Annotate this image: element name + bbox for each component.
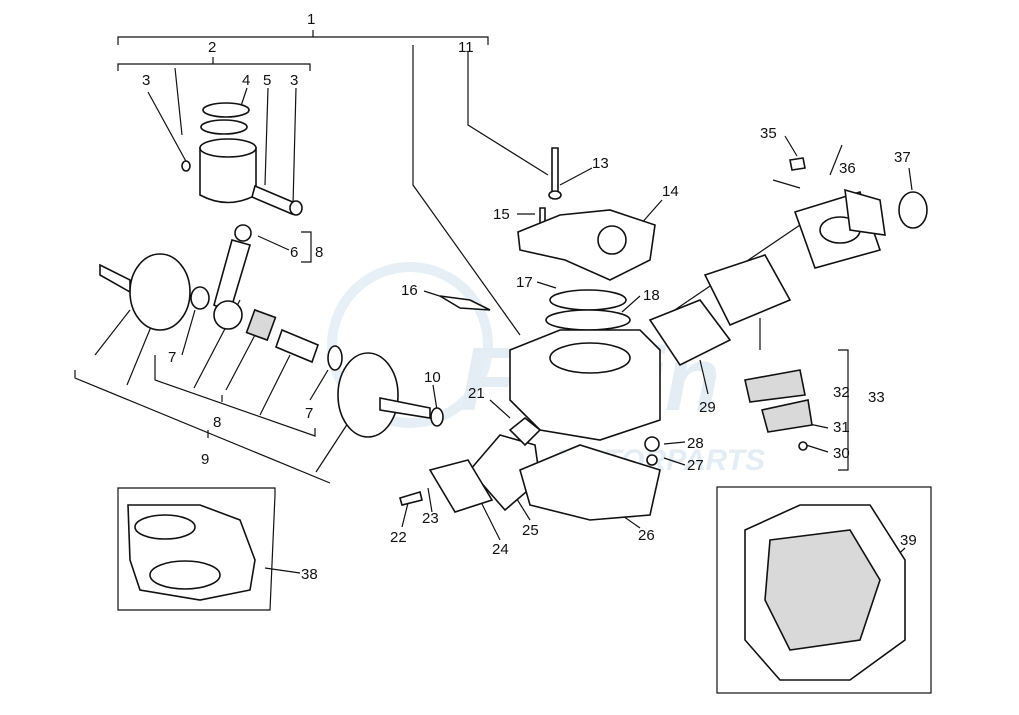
callout-28: 28 <box>687 435 704 452</box>
manifold-gasket <box>508 416 542 447</box>
washer-small <box>646 454 658 466</box>
callout-4: 4 <box>242 72 250 89</box>
thrust-washer-right <box>327 345 343 371</box>
callout-31: 31 <box>833 419 850 436</box>
clamp <box>898 191 928 229</box>
intake-assembly <box>648 157 928 451</box>
piston-ring-top <box>202 102 250 118</box>
head-bolt <box>551 147 559 193</box>
cylinder-head-assembly <box>439 147 656 331</box>
thrust-washer-left <box>190 286 210 310</box>
oil-seal <box>430 407 444 427</box>
callout-8: 8 <box>213 414 221 431</box>
callout-labels: 1 2 3 3 4 5 6 7 7 8 8 9 10 11 13 14 15 1… <box>142 11 917 583</box>
callout-21: 21 <box>468 385 485 402</box>
screw <box>798 441 808 451</box>
callout-33: 33 <box>868 389 885 406</box>
piston-ring-bottom <box>200 119 248 135</box>
callout-30: 30 <box>833 445 850 462</box>
callout-1: 1 <box>307 11 315 28</box>
brackets <box>74 30 849 484</box>
callout-14: 14 <box>662 183 679 200</box>
callout-6: 6 <box>290 244 298 261</box>
callout-22: 22 <box>390 529 407 546</box>
cylinder-assembly <box>399 329 661 521</box>
callout-16: 16 <box>401 282 418 299</box>
flywheel-left <box>129 253 191 331</box>
callout-27: 27 <box>687 457 704 474</box>
callout-9: 9 <box>201 451 209 468</box>
crank-pin <box>274 328 320 364</box>
callout-11: 11 <box>458 39 474 56</box>
crank-shaft-right <box>379 397 431 419</box>
reed-gasket <box>648 299 732 367</box>
circlip-right <box>289 200 303 216</box>
callout-13: 13 <box>592 155 609 172</box>
exhaust-flange-gasket <box>428 459 494 513</box>
inset-engine <box>716 486 932 694</box>
base-gasket <box>519 444 661 521</box>
callout-2: 2 <box>208 39 216 56</box>
flywheel-right <box>337 352 399 438</box>
callout-3: 3 <box>290 72 298 89</box>
reed-block <box>703 254 792 327</box>
callout-24: 24 <box>492 541 509 558</box>
bracket <box>439 295 491 311</box>
callout-32: 32 <box>833 384 850 401</box>
callout-23: 23 <box>422 510 439 527</box>
head-gasket <box>545 309 631 331</box>
inset-gasket-kit <box>117 487 276 611</box>
piston-pin <box>251 184 296 216</box>
callout-35: 35 <box>760 125 777 142</box>
crank-shaft-left <box>99 263 131 294</box>
o-ring <box>549 289 627 311</box>
callout-7: 7 <box>305 405 313 422</box>
reed-stopper <box>744 369 806 403</box>
washer <box>548 190 562 200</box>
callout-37: 37 <box>894 149 911 166</box>
callout-7: 7 <box>168 349 176 366</box>
callout-36: 36 <box>839 160 856 177</box>
reed-petal <box>761 399 813 433</box>
piston-assembly <box>99 102 444 438</box>
callout-5: 5 <box>263 72 271 89</box>
intake-manifold <box>844 188 886 236</box>
bolt <box>399 490 423 506</box>
callout-39: 39 <box>900 532 917 549</box>
circlip-left <box>181 160 191 172</box>
callout-15: 15 <box>493 206 510 223</box>
callout-26: 26 <box>638 527 655 544</box>
callout-8: 8 <box>315 244 323 261</box>
callout-10: 10 <box>424 369 441 386</box>
big-end-bearing <box>245 308 277 342</box>
small-end-bearing <box>234 224 252 242</box>
callout-18: 18 <box>643 287 660 304</box>
screw-top <box>789 157 806 171</box>
callout-29: 29 <box>699 399 716 416</box>
callout-17: 17 <box>516 274 533 291</box>
callout-38: 38 <box>301 566 318 583</box>
nut <box>644 436 660 452</box>
cylinder-head <box>517 209 656 281</box>
callout-25: 25 <box>522 522 539 539</box>
callout-3: 3 <box>142 72 150 89</box>
